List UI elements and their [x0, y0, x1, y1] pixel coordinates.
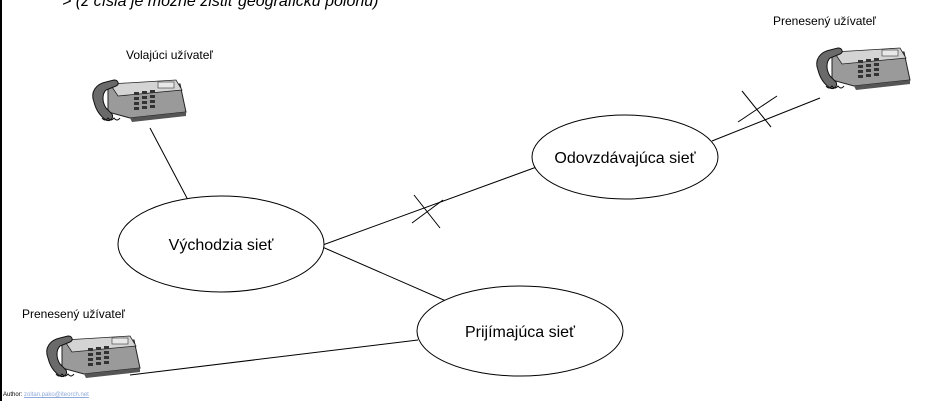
ported-user-bottom-label: Prenesený užívateľ	[22, 307, 125, 321]
author-line: Author: zoltan.pako@iteorch.net	[3, 392, 89, 398]
line-origin-to-donor	[319, 164, 543, 247]
origin-network-label: Východzia sieť	[169, 237, 275, 254]
donor-network-node	[531, 114, 719, 200]
calling-user-phone-icon	[92, 79, 187, 123]
cross-mark-icon	[737, 90, 778, 128]
line-calling-to-origin	[149, 127, 189, 201]
ported-user-top-label: Prenesený užívateľ	[773, 14, 876, 28]
line-donor-to-ported-top	[711, 97, 821, 142]
top-note: > (z čísla je možné zistiť geografickú p…	[62, 0, 379, 10]
cross-mark-icon	[411, 194, 444, 229]
line-recipient-to-ported-bottom	[129, 339, 419, 376]
donor-network-label: Odovzdávajúca sieť	[554, 150, 696, 167]
slide-left-border	[0, 0, 2, 401]
recipient-network-node	[416, 285, 624, 377]
ported-user-bottom-phone-icon	[46, 335, 141, 379]
author-email-link[interactable]: zoltan.pako@iteorch.net	[24, 392, 89, 398]
line-origin-to-recipient	[319, 245, 463, 309]
origin-network-node	[117, 195, 325, 293]
ported-user-top-phone-icon	[816, 47, 911, 91]
recipient-network-label: Prijímajúca sieť	[465, 324, 576, 341]
calling-user-label: Volajúci užívateľ	[126, 48, 213, 62]
author-prefix: Author:	[3, 392, 23, 398]
